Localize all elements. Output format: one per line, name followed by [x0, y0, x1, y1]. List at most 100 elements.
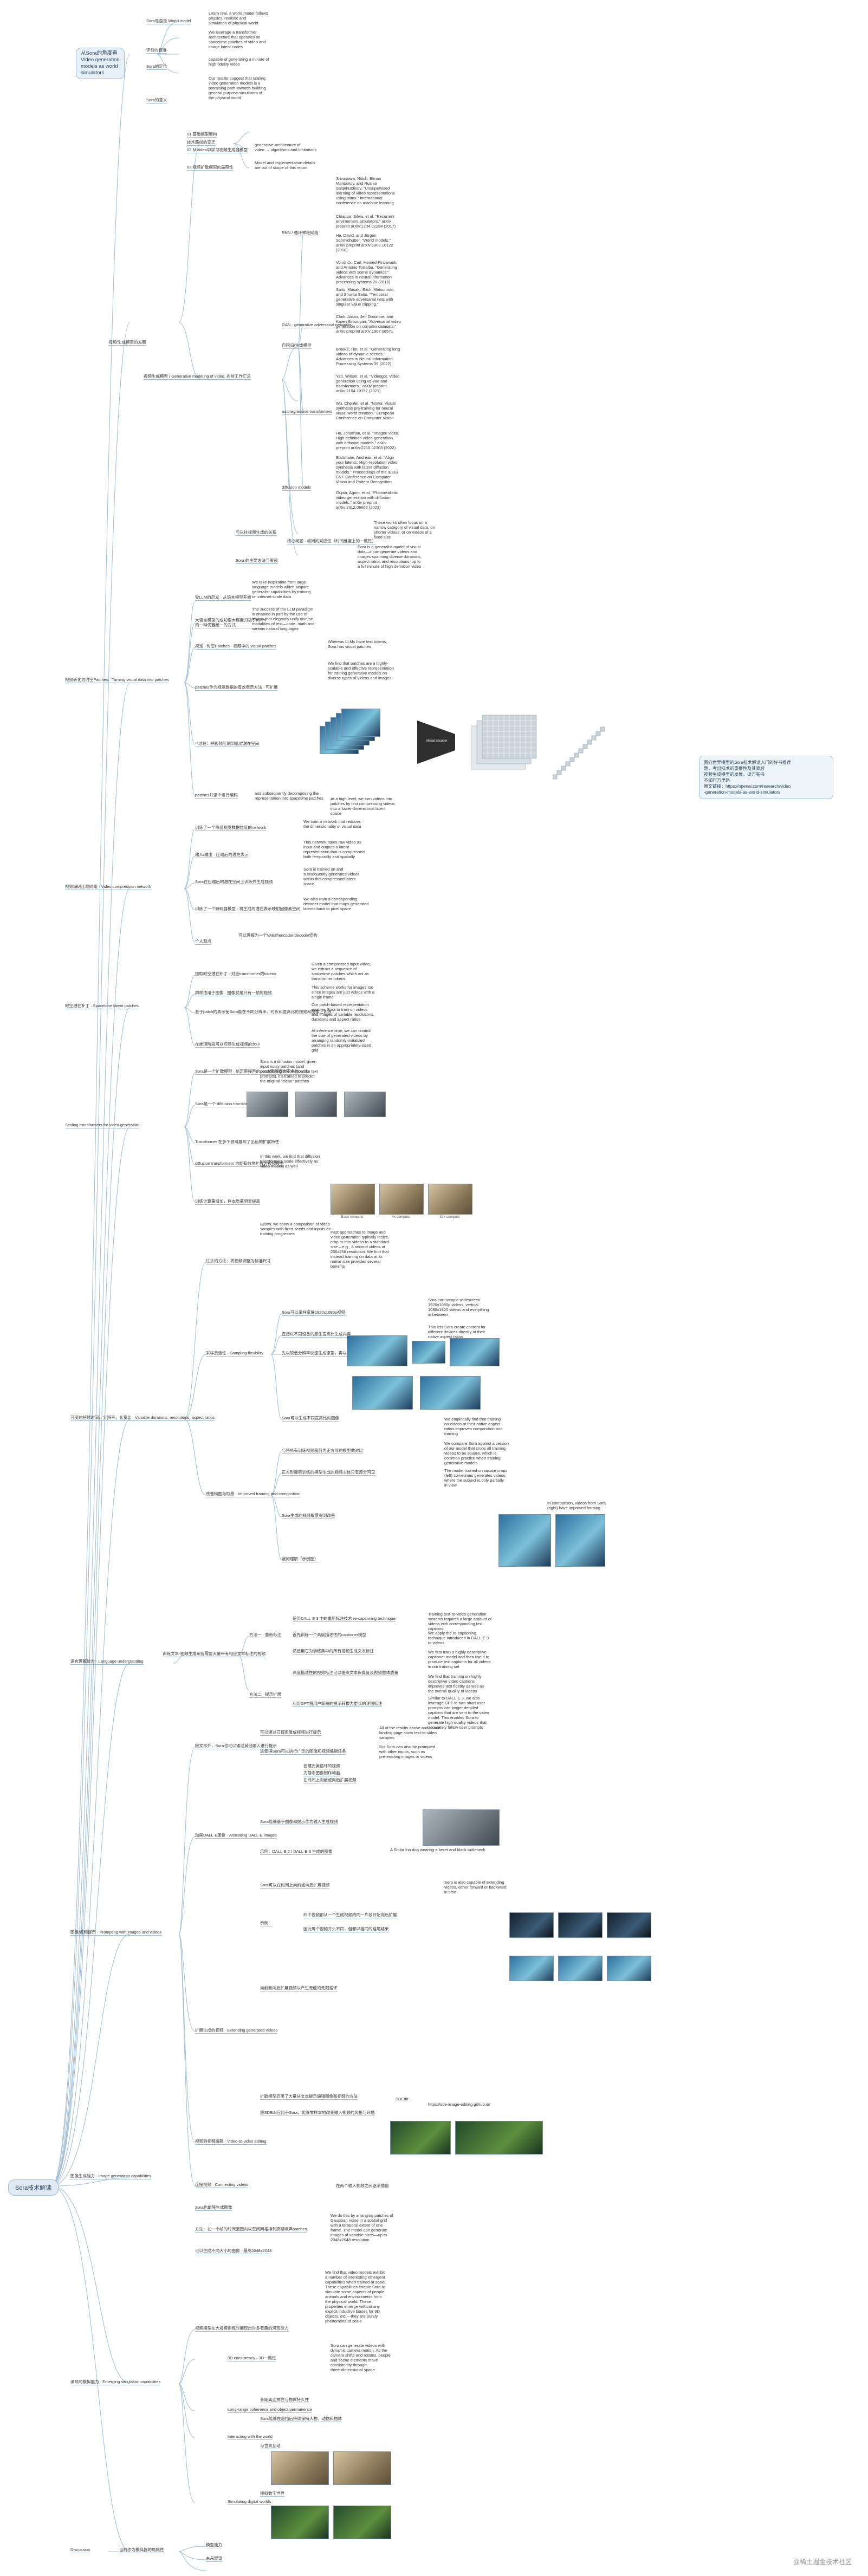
intro-item-1[interactable]: Sora是否是 World model [146, 18, 191, 24]
s6-item-b1[interactable]: Sora可以采样宽屏1920x1080p视频 [282, 1310, 346, 1316]
s10-item-b[interactable]: 3D consistency · 3D一致性 [228, 2356, 276, 2361]
s8-item-a5[interactable]: 在时间上向前或向后扩展视频 [303, 1777, 357, 1783]
s10-item-c1[interactable]: 长距离连贯性与物体持久性 [260, 2397, 309, 2403]
section-5-title[interactable]: Scaling transformers for video generatio… [65, 1122, 140, 1128]
s1-item-b3[interactable]: GAN · generative adversarial networks [282, 322, 352, 328]
s8-item-c2b[interactable]: 因此每个视频开头不同，但都以相同的结尾结束 [303, 1926, 389, 1932]
s6-item-c[interactable]: 改善构图与取景 · Improved framing and compositi… [206, 1491, 301, 1497]
s6-item-b4[interactable]: Sora可以生成不同宽高比的图像 [282, 1416, 339, 1422]
s4-item-a[interactable]: 提取时空潜在补丁 · 对应transformer的tokens [195, 971, 276, 977]
s10-item-c2[interactable]: Sora能够在遮挡后持续保持人物、动物和物体 [260, 2416, 342, 2422]
s6-item-c3[interactable]: Sora生成的视频取景得到改善 [282, 1513, 335, 1519]
s8-item-a2[interactable]: 这使得Sora可以执行广泛的图像和视频编辑任务 [260, 1749, 346, 1755]
intro-item-4[interactable]: Sora的意义 [146, 98, 167, 103]
s3-item-a[interactable]: 训练了一个降低视觉数据维度的network [195, 825, 267, 831]
s8-item-b1[interactable]: Sora能够基于图像和提示作为输入生成视频 [260, 1819, 338, 1825]
s10-item-e1[interactable]: 模拟数字世界 [260, 2491, 284, 2497]
s9-item-c[interactable]: 可以生成不同大小的图像 · 最高2048x2048 [195, 2248, 272, 2254]
s8-item-d[interactable]: 视频到视频编辑 · Video-to-video editing [195, 2139, 267, 2145]
s8-item-c2[interactable]: 示例： [260, 1920, 273, 1926]
s1-item-a3[interactable]: 03 视频扩散模型的局限性 [187, 165, 234, 171]
intro-item-3[interactable]: Sora的定位 [146, 64, 167, 70]
s10-item-c[interactable]: Long-range coherence and object permanen… [228, 2407, 312, 2413]
s6-item-c2[interactable]: 正方形裁剪训练的模型生成的视频主体只有部分可见 [282, 1470, 375, 1476]
s2-item-f[interactable]: patches并逐个进行编码 [195, 793, 238, 799]
s6-item-b[interactable]: 采样灵活性 · Sampling flexibility [206, 1351, 263, 1357]
s8-item-d2[interactable]: 将SDEdit应用于Sora，能够零样本地改变输入视频的风格与环境 [260, 2110, 375, 2116]
s2-item-d[interactable]: patches作为视觉数据的有效表示方法 · 可扩展 [195, 685, 278, 691]
s8-item-a[interactable]: 除文本外，Sora也可以通过其他输入进行提示 [195, 1743, 277, 1749]
s1-tech-route[interactable]: 技术路线的变迁 [187, 140, 216, 146]
section-6-title[interactable]: 可变的持续时间、分辨率、长宽比 · Variable durations, re… [70, 1415, 215, 1421]
section-2-title[interactable]: 视频转化为时空Patches · Turning visual data int… [65, 677, 169, 683]
s8-item-c[interactable]: 扩展生成的视频 · Extending generated videos [195, 2028, 278, 2034]
section-11-title[interactable]: Discussion [70, 2547, 90, 2553]
s5-item-e[interactable]: 训练计算量增加，样本质量明显提高 [195, 1199, 260, 1205]
section-7-title[interactable]: 语言理解能力 · Language understanding [70, 1659, 144, 1665]
s1-item-b1[interactable]: 自回归/生成模型 [282, 343, 312, 349]
s2-item-a[interactable]: 受LLM的启发 · 从语言模型开始 [195, 595, 251, 601]
s5-item-a[interactable]: Sora是一个扩散模型 · 给定带噪声的patch预测原始干净的patch [195, 1069, 309, 1075]
s8-item-b[interactable]: 动画DALL·E图像 · Animating DALL·E images [195, 1833, 277, 1839]
s8-item-b2[interactable]: 示例：DALL·E 2 / DALL·E 3 生成的图像 [260, 1849, 333, 1855]
summary-callout[interactable]: 面向世界模型的Sora技术解读入门的好书推荐 题，考出技术的重要性及其背后 视频… [699, 756, 833, 799]
s1-item-b[interactable]: 视频生成模型 / Generative modeling of video: 先… [144, 374, 251, 380]
s9-item-a[interactable]: Sora也能够生成图像 [195, 2205, 232, 2211]
intro-topic[interactable]: 从Sora的角度看 Video generation models as wor… [76, 48, 125, 79]
s8-item-c1[interactable]: Sora可以在时间上向前或向后扩展视频 [260, 1883, 330, 1889]
s1-item-b7[interactable]: 核心问题 · 帧间的对应性（时间维度上的一致性） [287, 538, 377, 544]
s10-item-e[interactable]: Simulating digital worlds [228, 2499, 271, 2505]
s4-item-b[interactable]: 同样适用于图像 · 图像就是只有一帧的视频 [195, 990, 272, 996]
s6-item-c4[interactable]: 我的理解（示例图） [282, 1556, 319, 1562]
s7-item-c[interactable]: 方法二 · 提示扩展 [249, 1692, 282, 1698]
s8-item-d1[interactable]: 扩散模型启用了大量从文本提示编辑图像和视频的方法 [260, 2094, 358, 2100]
s10-item-a[interactable]: 视频模型在大规模训练时展现出许多有趣的涌现能力 [195, 2326, 289, 2332]
s7-item-c1[interactable]: 利用GPT将用户简短的提示转换为更长的详细标注 [293, 1701, 383, 1707]
section-8-title[interactable]: 图像/视频提示 · Prompting with images and vide… [70, 1930, 161, 1936]
s2-item-e[interactable]: **过程：把视频压缩到低维潜在空间 [195, 741, 260, 747]
s6-item-b2[interactable]: 直接以不同设备的原生宽高比生成内容 [282, 1332, 351, 1338]
intro-item-2[interactable]: 评价的标准 [146, 48, 167, 54]
s11-item-b[interactable]: 模型能力 [206, 2542, 222, 2548]
s6-item-a[interactable]: 过去的方法：将视频调整为标准尺寸 [206, 1258, 271, 1264]
s3-item-b[interactable]: 输入/输出 · 压缩后的潜在表示 [195, 852, 249, 858]
section-9-title[interactable]: 图像生成能力 · Image generation capabilities [70, 2173, 152, 2179]
s1-item-b8[interactable]: Sora 的主要方法与贡献 [236, 558, 278, 564]
s11-item-c[interactable]: 未来展望 [206, 2556, 222, 2562]
s1-item-b6[interactable]: 与以往视频生成的关系 [236, 530, 276, 536]
s2-item-b[interactable]: 大语言模型的成功很大程度归功于token 的一种优雅统一的方式 [195, 618, 266, 628]
s3-item-d[interactable]: 训练了一个解码器模型 · 将生成的潜在表示映射回像素空间 [195, 906, 301, 912]
s10-item-d1[interactable]: 与世界互动 [260, 2443, 281, 2449]
s4-item-d[interactable]: 在推理阶段可以控制生成视频的大小 [195, 1042, 260, 1048]
section-10-title[interactable]: 涌现的模拟能力 · Emerging simulation capabiliti… [70, 2379, 161, 2385]
s6-item-b3[interactable]: 先以较低分辨率快速生成原型，再以全分辨率生成 [282, 1351, 371, 1357]
s3-item-c[interactable]: Sora在压缩后的潜在空间上训练并生成视频 [195, 879, 273, 885]
s7-item-b2[interactable]: 首先训练一个高度描述性的captioner模型 [293, 1632, 366, 1638]
section-4-title[interactable]: 时空潜在补丁 · Spacetime latent patches [65, 1003, 139, 1009]
s5-item-c[interactable]: Transformer 在多个领域展现了出色的扩展特性 [195, 1139, 280, 1145]
s9-item-b[interactable]: 方法：在一个帧的时间范围内以空间网格排列高斯噪声patches [195, 2227, 307, 2233]
section-3-title[interactable]: 视频编码压缩网络 · Video compression network [65, 884, 151, 890]
s1-item-b4[interactable]: autoregressive transformers [282, 409, 333, 415]
s11-item-a[interactable]: 当前作为模拟器的局限性 [119, 2547, 164, 2553]
s7-item-b3[interactable]: 然后用它为训练集中的所有视频生成文本标注 [293, 1649, 374, 1654]
s6-item-c1[interactable]: 与将所有训练视频裁剪为正方形的模型做对比 [282, 1448, 363, 1454]
s1-item-b5[interactable]: diffusion models [282, 485, 312, 491]
s1-item-a1[interactable]: 01 基础模型架构 [187, 132, 217, 138]
s5-item-b[interactable]: Sora是一个 diffusion transformer [195, 1101, 254, 1107]
s8-item-a1[interactable]: 可以通过已有图像或视频进行提示 [260, 1730, 321, 1736]
s7-item-b1[interactable]: 使用DALL·E 3 中的重新标注技术 re-captioning techni… [293, 1616, 396, 1622]
root-topic[interactable]: Sora技术解读 [8, 2179, 59, 2196]
s4-item-c[interactable]: 基于patch的表示使Sora能在不同分辨率、时长和宽高比的视频和图像上训练 [195, 1009, 332, 1015]
s8-item-a4[interactable]: 为静态图像制作动画 [303, 1770, 340, 1776]
s7-item-b4[interactable]: 高度描述性的视频标注可以提高文本保真度及视频整体质量 [293, 1670, 398, 1676]
s8-item-a3[interactable]: 创建完美循环的视频 [303, 1763, 340, 1769]
s1-item-b2[interactable]: RNN / 循环神经网络 [282, 230, 319, 236]
s8-item-c2a[interactable]: 四个视频都从一个生成视频的同一片段开始向后扩展 [303, 1912, 397, 1918]
s7-item-b[interactable]: 方法一 · 重新标注 [249, 1632, 282, 1638]
s8-item-c3[interactable]: 向前和向后扩展视频以产生无缝的无限循环 [260, 1985, 338, 1991]
s2-item-c[interactable]: 视觉 · 时空Patches · 视频中的 visual patches [195, 644, 277, 650]
s7-item-a[interactable]: 训练文本-视频生成系统需要大量带有相应文本标注的视频 [163, 1651, 265, 1657]
s5-item-d[interactable]: diffusion transformers 也能有效地扩展为视频模型 [195, 1161, 284, 1167]
section-1-title[interactable]: 视频/生成模型的发展 [108, 340, 146, 346]
